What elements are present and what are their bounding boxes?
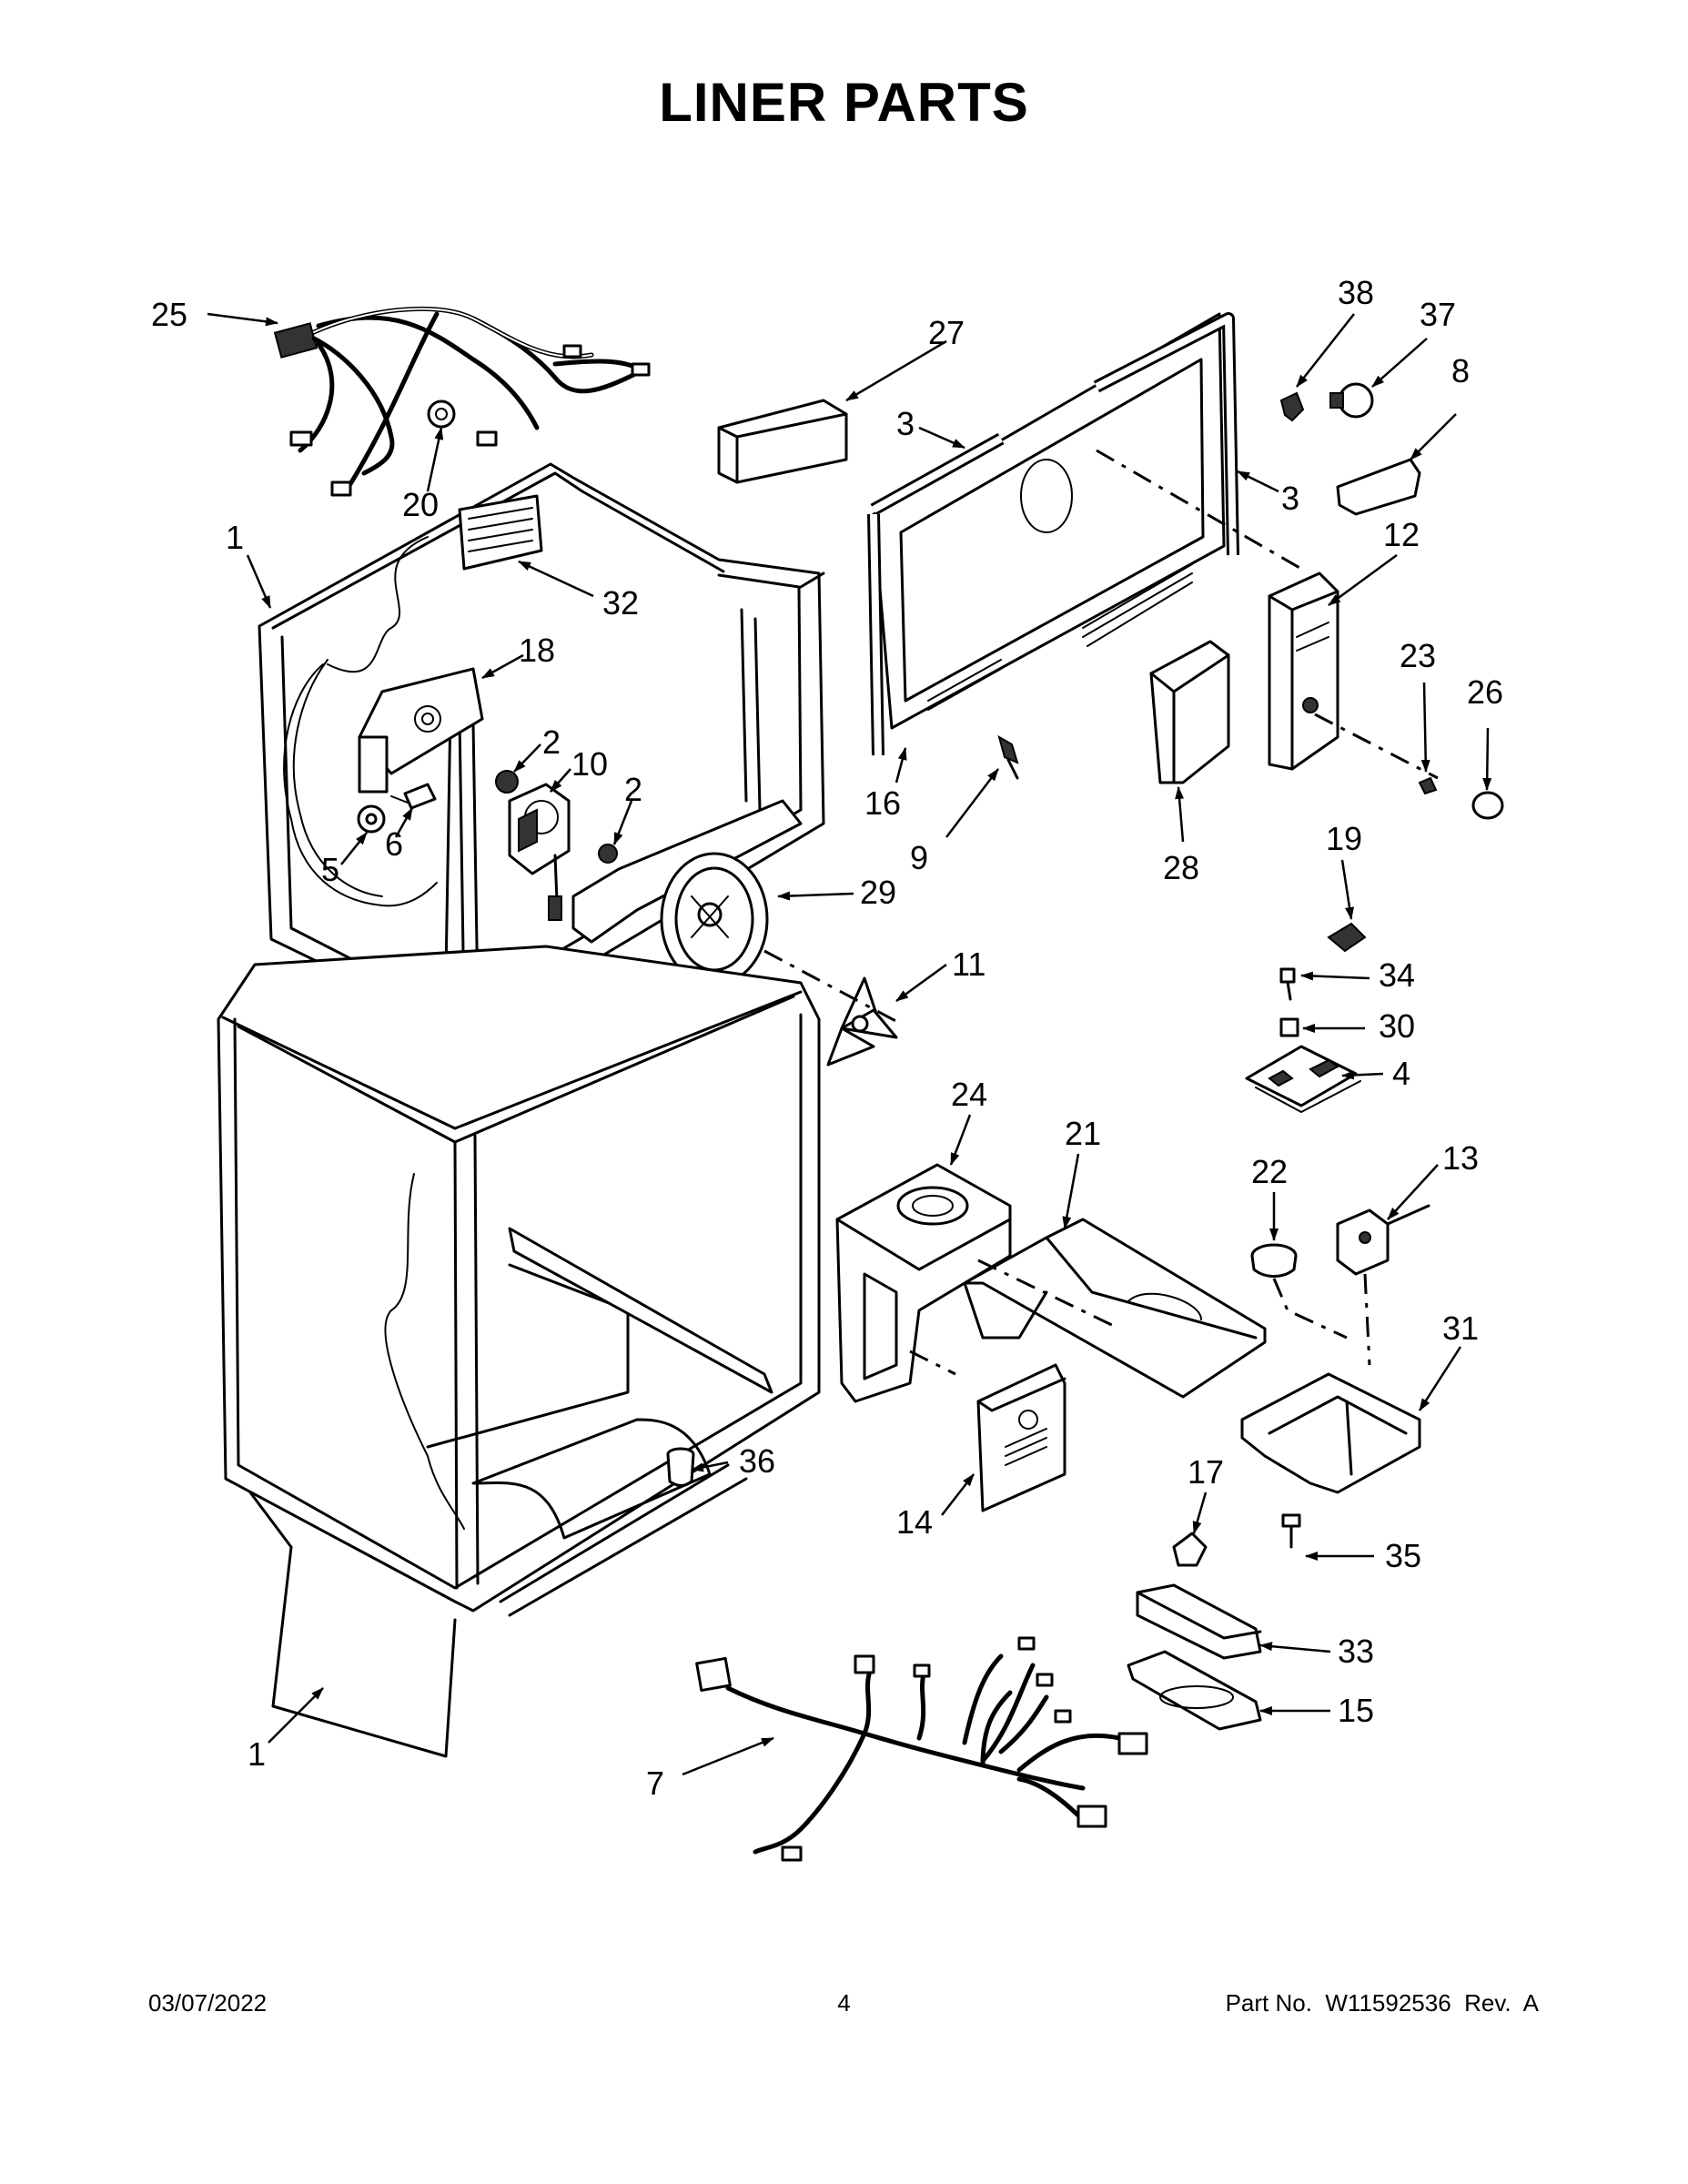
part-6-screw (403, 783, 437, 810)
callout-17: 17 (1188, 1453, 1224, 1491)
callout-37: 37 (1420, 296, 1456, 333)
callout-33: 33 (1338, 1633, 1374, 1670)
part-2-grommet (495, 770, 519, 794)
callout-13: 13 (1442, 1139, 1479, 1177)
callout-28: 28 (1163, 849, 1199, 886)
part-28-cover (1149, 640, 1230, 784)
part-11-fan-blade (826, 976, 898, 1067)
part-34-screw (1279, 967, 1296, 1001)
part-22-grommet (1250, 1243, 1298, 1278)
part-14-cover (976, 1363, 1066, 1512)
callout-34: 34 (1379, 956, 1415, 994)
part-19-clip (1327, 922, 1367, 953)
callout-30: 30 (1379, 1007, 1415, 1045)
part-35-screw (1281, 1513, 1301, 1549)
callout-26: 26 (1467, 673, 1503, 711)
part-12-control-housing (1268, 571, 1339, 771)
callout-27: 27 (928, 314, 965, 351)
callout-19: 19 (1326, 820, 1362, 857)
part-13-thermostat (1336, 1204, 1430, 1276)
part-38-socket (1279, 391, 1305, 422)
callout-20: 20 (402, 486, 439, 523)
part-31-housing (1240, 1372, 1421, 1494)
callout-11: 11 (952, 945, 986, 983)
part-32-vent-cover (458, 494, 543, 571)
part-2-grommet (598, 844, 618, 864)
callout-1-lower: 1 (248, 1735, 266, 1773)
part-18-fan-bracket (358, 667, 484, 794)
callout-31: 31 (1442, 1309, 1479, 1347)
footer-page-number: 4 (837, 1989, 851, 2017)
callout-5: 5 (321, 851, 339, 888)
part-23-clip (1418, 776, 1438, 795)
part-21-drain-trough (963, 1218, 1267, 1399)
callout-4: 4 (1392, 1055, 1410, 1092)
callout-24: 24 (951, 1076, 987, 1113)
callout-6: 6 (385, 825, 403, 863)
callout-3-left: 3 (896, 405, 915, 442)
callout-38: 38 (1338, 274, 1374, 311)
callout-14: 14 (896, 1503, 933, 1541)
callout-2-upper: 2 (542, 723, 561, 761)
part-17-connector (1172, 1532, 1208, 1567)
part-3-gasket (867, 312, 1239, 756)
leader-lines (207, 312, 1492, 1776)
callout-labels: 25 20 1 27 3 3 32 18 2 10 2 5 6 29 11 16… (151, 274, 1503, 1802)
callout-21: 21 (1065, 1115, 1101, 1152)
part-9-screw (997, 734, 1019, 780)
part-4-control-board (1245, 1045, 1361, 1113)
footer-part-number: Part No. W11592536 Rev. A (1225, 1989, 1539, 2017)
callout-12: 12 (1383, 516, 1420, 553)
callout-16: 16 (864, 784, 901, 822)
refrigerator-liner (217, 945, 821, 1758)
part-27-shelf-trim (717, 399, 848, 484)
callout-29: 29 (860, 874, 896, 911)
part-10-fan-motor (508, 783, 571, 921)
callout-3-right: 3 (1281, 480, 1299, 517)
page-title: LINER PARTS (659, 72, 1029, 133)
part-8-light-shield (1336, 458, 1421, 516)
part-15-tray (1127, 1650, 1262, 1731)
callout-22: 22 (1251, 1153, 1288, 1190)
callout-2-lower: 2 (624, 771, 642, 808)
part-37-light-bulb (1329, 382, 1374, 419)
part-24-damper-housing (835, 1163, 1012, 1403)
footer-date: 03/07/2022 (148, 1989, 268, 2017)
part-30-spacer (1279, 1017, 1299, 1037)
callout-8: 8 (1451, 352, 1470, 389)
callout-35: 35 (1385, 1537, 1421, 1574)
part-33-cover (1136, 1583, 1262, 1660)
callout-10: 10 (571, 745, 608, 783)
callout-1-upper: 1 (226, 519, 244, 556)
callout-23: 23 (1400, 637, 1436, 674)
callout-9: 9 (910, 839, 928, 876)
callout-18: 18 (519, 632, 555, 669)
part-25-wire-harness (273, 306, 651, 497)
callout-32: 32 (602, 584, 639, 622)
part-7-wire-harness (695, 1636, 1148, 1862)
callout-7: 7 (646, 1764, 664, 1802)
callout-25: 25 (151, 296, 187, 333)
callout-36: 36 (739, 1442, 775, 1480)
part-36-plug (666, 1447, 695, 1487)
callout-15: 15 (1338, 1692, 1374, 1729)
part-26-knob (1471, 791, 1504, 820)
